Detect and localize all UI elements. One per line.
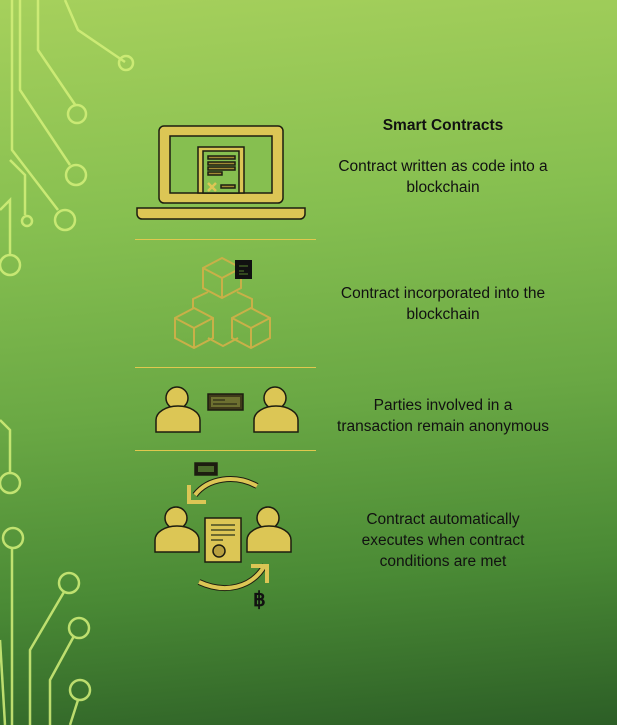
page-title: Smart Contracts bbox=[382, 117, 504, 134]
divider bbox=[135, 367, 316, 368]
contract-execution-cycle-icon bbox=[154, 462, 292, 591]
step-3-text: Parties involved in a transaction remain… bbox=[337, 397, 549, 435]
blockchain-blocks-icon bbox=[174, 256, 271, 350]
laptop-contract-icon bbox=[136, 125, 306, 220]
step-4-text: Contract automatically executes when con… bbox=[361, 511, 525, 570]
bitcoin-icon: ฿ bbox=[253, 589, 266, 611]
step-1-text: Contract written as code into a blockcha… bbox=[338, 158, 548, 196]
divider bbox=[135, 239, 316, 240]
anonymous-parties-icon bbox=[155, 386, 299, 433]
divider bbox=[135, 450, 316, 451]
step-2-text: Contract incorporated into the blockchai… bbox=[340, 285, 546, 323]
